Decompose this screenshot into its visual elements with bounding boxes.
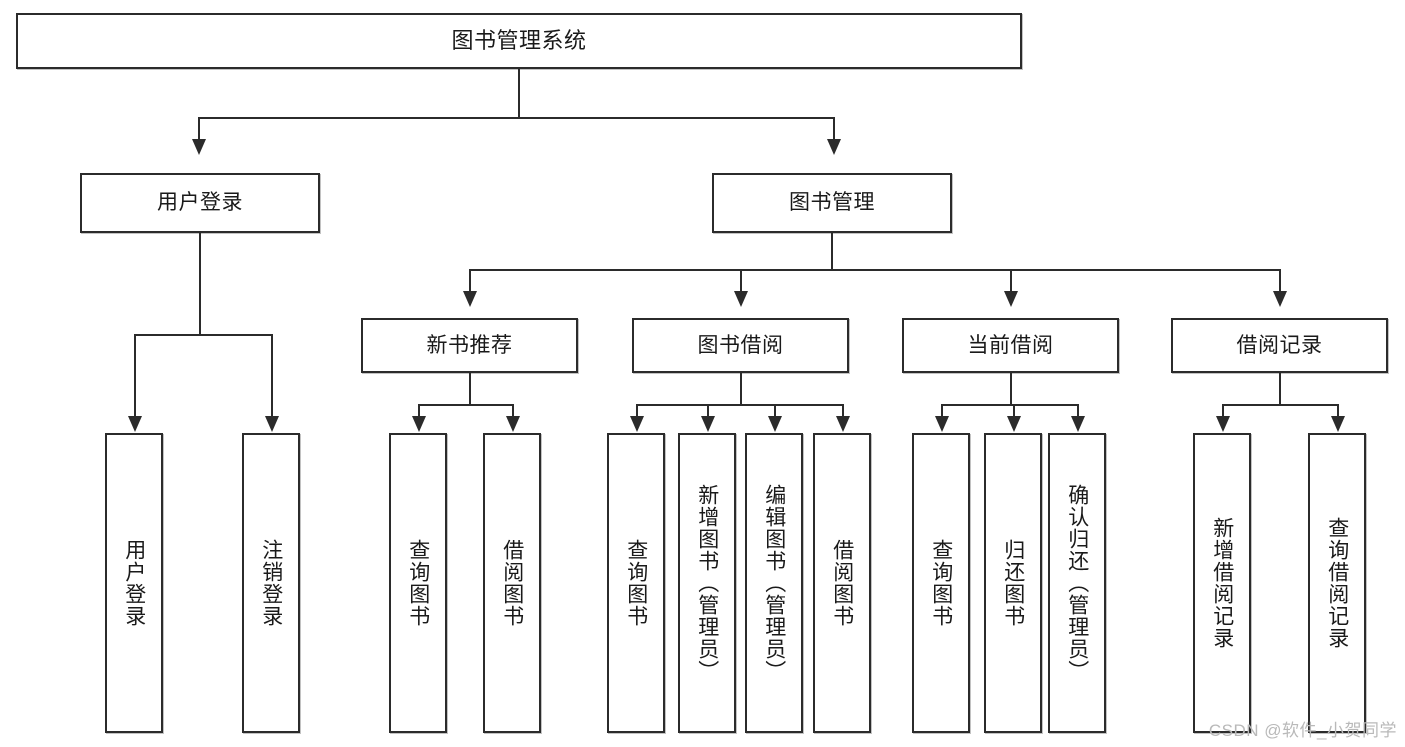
arrowhead-current-to-leaf-1 bbox=[935, 416, 949, 432]
connector-user-login-stem bbox=[199, 233, 201, 335]
node-label: 注销登录 bbox=[259, 539, 283, 627]
connector-current-stem bbox=[1010, 373, 1012, 405]
connector-record-to-leaf-1 bbox=[1222, 404, 1224, 416]
connector-borrow-to-leaf-3 bbox=[774, 404, 776, 416]
connector-borrow-to-leaf-1 bbox=[636, 404, 638, 416]
connector-new-book-stem bbox=[469, 373, 471, 405]
connector-user-login-to-leaf-2 bbox=[271, 334, 273, 416]
arrowhead-bm-to-current-borrow bbox=[1004, 291, 1018, 307]
connector-bm-to-borrow-record bbox=[1279, 269, 1281, 291]
connector-current-rail bbox=[941, 404, 1078, 406]
leaf-node-edit-book-admin[interactable]: 编辑图书（管理员） bbox=[745, 433, 803, 733]
arrowhead-bm-to-borrow-record bbox=[1273, 291, 1287, 307]
arrowhead-root-to-user-login bbox=[192, 139, 206, 155]
arrowhead-borrow-to-leaf-2 bbox=[701, 416, 715, 432]
connector-borrow-to-leaf-4 bbox=[842, 404, 844, 416]
node-label: 图书管理 bbox=[789, 191, 875, 215]
connector-record-rail bbox=[1222, 404, 1339, 406]
node-label: 新增借阅记录 bbox=[1210, 517, 1234, 649]
connector-record-to-leaf-2 bbox=[1337, 404, 1339, 416]
connector-bm-to-borrow bbox=[740, 269, 742, 291]
connector-bm-to-current-borrow bbox=[1010, 269, 1012, 291]
node-user-login[interactable]: 用户登录 bbox=[80, 173, 320, 233]
arrowhead-bm-to-borrow bbox=[734, 291, 748, 307]
connector-root-to-user-login bbox=[198, 117, 200, 139]
node-label: 新增图书（管理员） bbox=[695, 484, 719, 682]
leaf-node-user-login[interactable]: 用户登录 bbox=[105, 433, 163, 733]
leaf-node-query-borrow-record[interactable]: 查询借阅记录 bbox=[1308, 433, 1366, 733]
connector-user-login-rail bbox=[134, 334, 273, 336]
connector-current-to-leaf-3 bbox=[1077, 404, 1079, 416]
connector-root-to-book-management bbox=[833, 117, 835, 139]
connector-root-rail bbox=[198, 117, 834, 119]
node-book-management[interactable]: 图书管理 bbox=[712, 173, 952, 233]
leaf-node-borrow-book-recommend[interactable]: 借阅图书 bbox=[483, 433, 541, 733]
leaf-node-borrow-book[interactable]: 借阅图书 bbox=[813, 433, 871, 733]
leaf-node-query-book-borrow[interactable]: 查询图书 bbox=[607, 433, 665, 733]
connector-borrow-stem bbox=[740, 373, 742, 405]
connector-newbook-to-leaf-1 bbox=[418, 404, 420, 416]
node-label: 查询图书 bbox=[624, 539, 648, 627]
node-label: 查询借阅记录 bbox=[1325, 517, 1349, 649]
arrowhead-current-to-leaf-2 bbox=[1007, 416, 1021, 432]
node-label: 用户登录 bbox=[122, 539, 146, 627]
leaf-node-query-book-recommend[interactable]: 查询图书 bbox=[389, 433, 447, 733]
arrowhead-record-to-leaf-2 bbox=[1331, 416, 1345, 432]
leaf-node-add-borrow-record[interactable]: 新增借阅记录 bbox=[1193, 433, 1251, 733]
arrowhead-newbook-to-leaf-1 bbox=[412, 416, 426, 432]
arrowhead-newbook-to-leaf-2 bbox=[506, 416, 520, 432]
node-borrowing-record[interactable]: 借阅记录 bbox=[1171, 318, 1388, 373]
leaf-node-query-book-current[interactable]: 查询图书 bbox=[912, 433, 970, 733]
connector-current-to-leaf-2 bbox=[1013, 404, 1015, 416]
node-current-borrowing[interactable]: 当前借阅 bbox=[902, 318, 1119, 373]
connector-current-to-leaf-1 bbox=[941, 404, 943, 416]
leaf-node-confirm-return-admin[interactable]: 确认归还（管理员） bbox=[1048, 433, 1106, 733]
arrowhead-current-to-leaf-3 bbox=[1071, 416, 1085, 432]
node-label: 图书借阅 bbox=[697, 333, 784, 357]
leaf-node-logout[interactable]: 注销登录 bbox=[242, 433, 300, 733]
node-label: 借阅图书 bbox=[830, 539, 854, 627]
node-label: 图书管理系统 bbox=[451, 27, 587, 53]
node-label: 归还图书 bbox=[1001, 539, 1025, 627]
node-book-borrowing[interactable]: 图书借阅 bbox=[632, 318, 849, 373]
leaf-node-add-book-admin[interactable]: 新增图书（管理员） bbox=[678, 433, 736, 733]
connector-record-stem bbox=[1279, 373, 1281, 405]
node-label: 当前借阅 bbox=[967, 333, 1054, 357]
connector-bm-to-new-book bbox=[469, 269, 471, 291]
node-label: 查询图书 bbox=[406, 539, 430, 627]
node-label: 借阅记录 bbox=[1236, 333, 1323, 357]
connector-root-stem bbox=[518, 69, 520, 118]
connector-newbook-to-leaf-2 bbox=[512, 404, 514, 416]
connector-borrow-rail bbox=[636, 404, 843, 406]
node-label: 新书推荐 bbox=[426, 333, 513, 357]
connector-user-login-to-leaf-1 bbox=[134, 334, 136, 416]
node-root-book-management-system[interactable]: 图书管理系统 bbox=[16, 13, 1022, 69]
arrowhead-borrow-to-leaf-1 bbox=[630, 416, 644, 432]
connector-new-book-rail bbox=[418, 404, 514, 406]
connector-borrow-to-leaf-2 bbox=[707, 404, 709, 416]
arrowhead-user-login-to-leaf-1 bbox=[128, 416, 142, 432]
arrowhead-borrow-to-leaf-3 bbox=[768, 416, 782, 432]
arrowhead-borrow-to-leaf-4 bbox=[836, 416, 850, 432]
node-label: 编辑图书（管理员） bbox=[762, 484, 786, 682]
arrowhead-user-login-to-leaf-2 bbox=[265, 416, 279, 432]
arrowhead-bm-to-new-book bbox=[463, 291, 477, 307]
node-label: 确认归还（管理员） bbox=[1065, 484, 1089, 682]
node-label: 用户登录 bbox=[157, 191, 243, 215]
node-label: 查询图书 bbox=[929, 539, 953, 627]
connector-book-management-stem bbox=[831, 233, 833, 270]
arrowhead-root-to-book-management bbox=[827, 139, 841, 155]
node-new-book-recommendation[interactable]: 新书推荐 bbox=[361, 318, 578, 373]
csdn-watermark: CSDN @软件_小贺同学 bbox=[1208, 721, 1397, 740]
connector-book-management-rail bbox=[469, 269, 1281, 271]
arrowhead-record-to-leaf-1 bbox=[1216, 416, 1230, 432]
node-label: 借阅图书 bbox=[500, 539, 524, 627]
leaf-node-return-book[interactable]: 归还图书 bbox=[984, 433, 1042, 733]
